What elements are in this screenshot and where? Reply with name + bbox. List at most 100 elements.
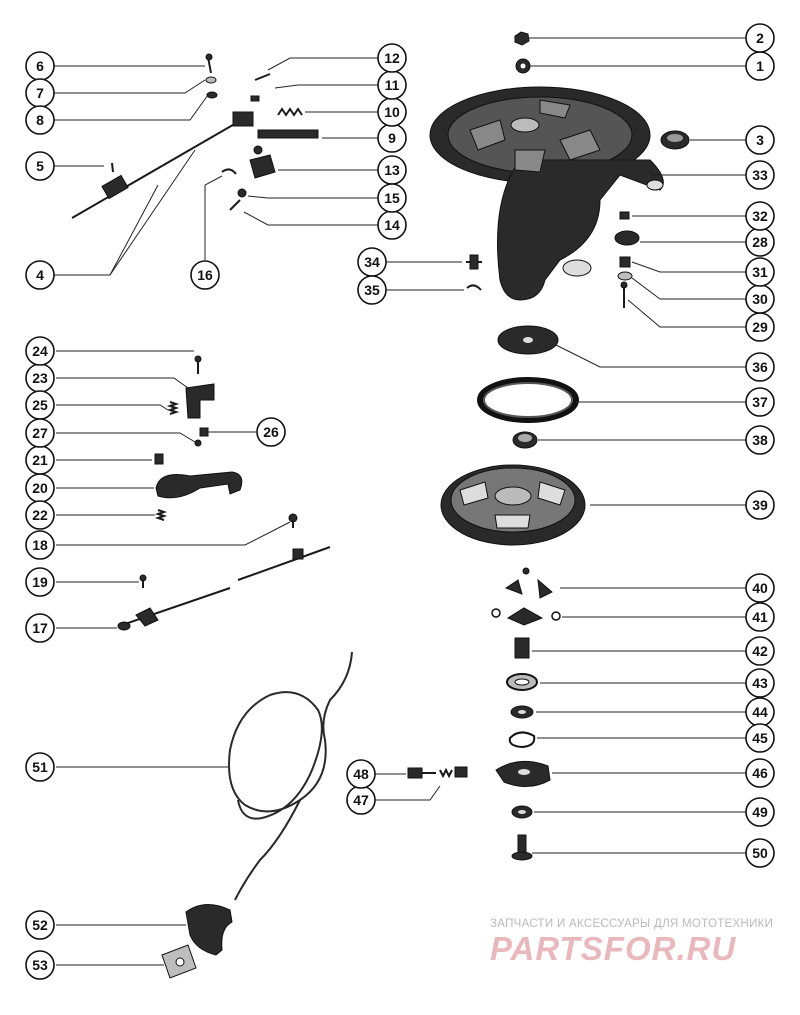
callout-number: 28 [752, 234, 768, 250]
callout-circle [745, 797, 775, 827]
callout-circle [745, 602, 775, 632]
callout-19: 19 [25, 567, 55, 597]
callout-number: 12 [384, 50, 400, 66]
callout-52: 52 [25, 910, 55, 940]
callout-12: 12 [377, 43, 407, 73]
callout-number: 16 [197, 267, 213, 283]
callout-circle [745, 636, 775, 666]
callout-circle [745, 257, 775, 287]
callout-number: 53 [32, 957, 48, 973]
callout-44: 44 [745, 697, 775, 727]
callout-number: 51 [32, 759, 48, 775]
callout-8: 8 [25, 105, 55, 135]
callout-number: 36 [752, 359, 768, 375]
callout-circle [25, 105, 55, 135]
callout-circle [357, 275, 387, 305]
callout-30: 30 [745, 284, 775, 314]
callout-17: 17 [25, 613, 55, 643]
callout-number: 4 [36, 267, 44, 283]
callout-circle [25, 752, 55, 782]
callout-28: 28 [745, 227, 775, 257]
callout-number: 10 [384, 104, 400, 120]
callout-number: 32 [752, 208, 768, 224]
callout-number: 9 [388, 130, 396, 146]
callout-number: 1 [756, 58, 764, 74]
callout-circle [25, 260, 55, 290]
callout-14: 14 [377, 210, 407, 240]
callout-circle [25, 613, 55, 643]
callout-number: 42 [752, 643, 768, 659]
callout-26: 26 [256, 417, 286, 447]
callout-11: 11 [377, 70, 407, 100]
starter-handle-part [185, 904, 233, 956]
callout-number: 22 [32, 507, 48, 523]
callout-circle [25, 151, 55, 181]
callout-circle [745, 573, 775, 603]
callout-number: 15 [384, 190, 400, 206]
callout-number: 6 [36, 58, 44, 74]
callout-50: 50 [745, 838, 775, 868]
callout-circle [25, 530, 55, 560]
callout-circle [745, 668, 775, 698]
callout-48: 48 [346, 759, 376, 789]
callout-number: 19 [32, 574, 48, 590]
callout-number: 41 [752, 609, 768, 625]
callout-number: 46 [752, 765, 768, 781]
callout-15: 15 [377, 183, 407, 213]
callout-43: 43 [745, 668, 775, 698]
callout-number: 40 [752, 580, 768, 596]
throttle-rod-part [71, 121, 239, 219]
callout-circle [190, 260, 220, 290]
callout-circle [256, 417, 286, 447]
callout-circle [745, 23, 775, 53]
callout-number: 7 [36, 85, 44, 101]
callout-13: 13 [377, 155, 407, 185]
callout-number: 48 [353, 766, 369, 782]
callout-number: 26 [263, 424, 279, 440]
callout-7: 7 [25, 78, 55, 108]
callout-40: 40 [745, 573, 775, 603]
callout-number: 39 [752, 497, 768, 513]
callout-31: 31 [745, 257, 775, 287]
callout-circle [346, 759, 376, 789]
callout-number: 20 [32, 480, 48, 496]
callout-36: 36 [745, 352, 775, 382]
callout-circle [25, 336, 55, 366]
callout-circle [745, 125, 775, 155]
callout-27: 27 [25, 418, 55, 448]
callout-number: 18 [32, 537, 48, 553]
callout-circle [745, 160, 775, 190]
part-number-callouts: 1234567891011121314151617181920212223242… [25, 23, 775, 980]
callout-23: 23 [25, 363, 55, 393]
callout-10: 10 [377, 97, 407, 127]
callout-41: 41 [745, 602, 775, 632]
nut-part [514, 31, 530, 46]
callout-1: 1 [745, 51, 775, 81]
callout-number: 31 [752, 264, 768, 280]
callout-20: 20 [25, 473, 55, 503]
watermark: ЗАПЧАСТИ И АКСЕССУАРЫ ДЛЯ МОТОТЕХНИКИ PA… [490, 918, 790, 968]
callout-circle [377, 183, 407, 213]
part-drawings [71, 31, 690, 979]
callout-number: 13 [384, 162, 400, 178]
callout-45: 45 [745, 723, 775, 753]
callout-16: 16 [190, 260, 220, 290]
callout-circle [25, 500, 55, 530]
callout-53: 53 [25, 950, 55, 980]
callout-number: 35 [364, 282, 380, 298]
callout-number: 37 [752, 394, 768, 410]
callout-34: 34 [357, 247, 387, 277]
callout-circle [25, 418, 55, 448]
callout-number: 52 [32, 917, 48, 933]
starter-rope-part [228, 651, 353, 820]
callout-29: 29 [745, 312, 775, 342]
callout-35: 35 [357, 275, 387, 305]
callout-37: 37 [745, 387, 775, 417]
callout-number: 47 [353, 792, 369, 808]
callout-circle [25, 567, 55, 597]
callout-number: 8 [36, 112, 44, 128]
callout-circle [745, 490, 775, 520]
callout-number: 11 [385, 77, 400, 93]
callout-9: 9 [377, 123, 407, 153]
